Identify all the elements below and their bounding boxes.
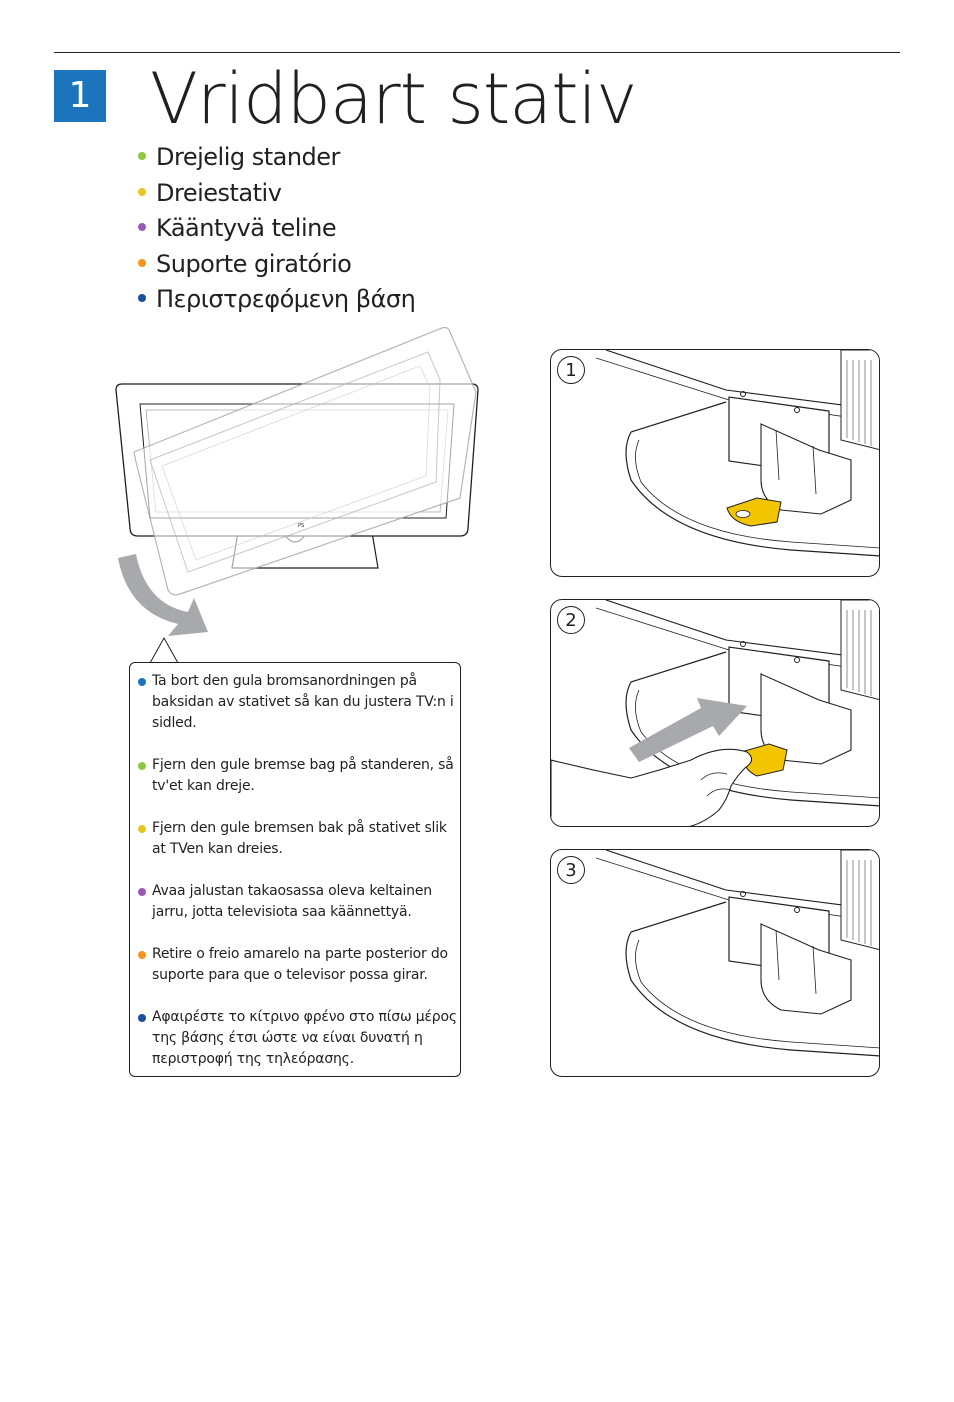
step-number: 2 xyxy=(557,606,585,634)
svg-text:PS: PS xyxy=(298,523,304,529)
top-rule xyxy=(54,52,900,53)
language-title-item: Dreiestativ xyxy=(138,176,415,212)
instruction-item: Fjern den gule bremsen bak på stativet s… xyxy=(136,818,458,860)
step-number: 3 xyxy=(557,856,585,884)
callout-pointer xyxy=(150,636,179,664)
step-number: 1 xyxy=(557,356,585,384)
bullet-dot-icon xyxy=(138,223,146,231)
instruction-item: Ta bort den gula bromsanordningen på bak… xyxy=(136,671,458,734)
step-panel-3: 3 xyxy=(550,849,880,1077)
bullet-dot-icon xyxy=(138,187,146,196)
bullet-dot-icon xyxy=(138,294,146,302)
bullet-dot-icon xyxy=(138,762,146,770)
bullet-dot-icon xyxy=(138,1014,146,1022)
instruction-list: Ta bort den gula bromsanordningen på bak… xyxy=(136,671,458,1070)
step-panel-1: 1 xyxy=(550,349,880,577)
page-title: Vridbart stativ xyxy=(150,58,637,140)
language-title-item: Περιστρεφόμενη βάση xyxy=(138,282,416,318)
instruction-box: Ta bort den gula bromsanordningen på bak… xyxy=(129,662,461,1077)
step-panel-2: 2 xyxy=(550,599,880,827)
bullet-dot-icon xyxy=(138,258,146,267)
stand-brake-illustration xyxy=(595,350,879,557)
language-title-list: Drejelig stander Dreiestativ Kääntyvä te… xyxy=(138,140,416,318)
stand-without-brake-illustration xyxy=(595,850,879,1057)
bullet-dot-icon xyxy=(138,152,146,160)
tv-swivel-illustration: PS xyxy=(115,326,479,636)
language-title-item: Drejelig stander xyxy=(138,140,415,176)
language-title-item: Suporte giratório xyxy=(138,247,415,283)
stand-brake-removal-illustration xyxy=(551,600,879,826)
instruction-item: Retire o freio amarelo na parte posterio… xyxy=(136,944,458,986)
bullet-dot-icon xyxy=(138,951,146,959)
step-number-badge: 1 xyxy=(54,70,106,122)
instruction-item: Avaa jalustan takaosassa oleva keltainen… xyxy=(136,881,458,923)
language-title-item: Kääntyvä teline xyxy=(138,211,415,247)
instruction-item: Αφαιρέστε το κίτρινο φρένο στο πίσω μέρο… xyxy=(136,1007,458,1070)
bullet-dot-icon xyxy=(138,888,146,896)
bullet-dot-icon xyxy=(138,678,146,686)
bullet-dot-icon xyxy=(138,825,146,833)
instruction-item: Fjern den gule bremse bag på standeren, … xyxy=(136,755,458,797)
